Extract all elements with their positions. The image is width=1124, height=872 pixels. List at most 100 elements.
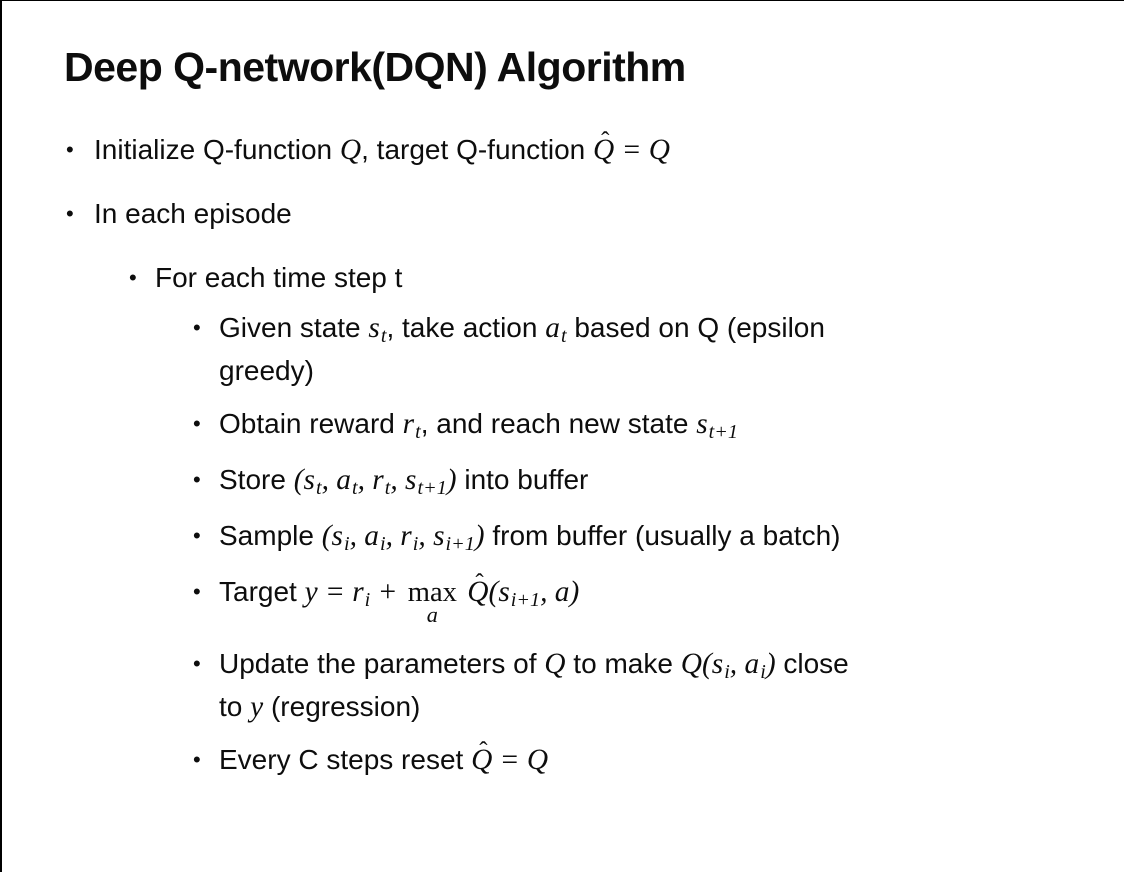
math-segment: , <box>540 576 555 609</box>
math-segment: i <box>760 661 766 684</box>
bullet-list: • Initialize Q-function Q, target Q-funct… <box>2 128 1124 780</box>
math-segment: ( <box>701 648 712 681</box>
hat-accent: ˆ <box>475 569 484 597</box>
bullet-text: Update the parameters of Q to make Q(si,… <box>219 644 1098 727</box>
math-segment: r <box>400 520 412 553</box>
text-segment: to <box>219 691 251 723</box>
text-segment: Update the parameters of <box>219 648 545 680</box>
text-segment: , and reach new state <box>420 408 697 440</box>
bullet-icon: • <box>193 467 201 493</box>
math-segment: t <box>560 325 567 348</box>
text-segment: Target <box>219 576 305 608</box>
slide-title: Deep Q-network(DQN) Algorithm <box>64 44 686 90</box>
bullet-text: Given state st, take action at based on … <box>219 308 1098 391</box>
text-segment: greedy) <box>219 355 314 387</box>
math-segment: , <box>418 520 434 553</box>
bullet-item: • In each episode <box>66 194 1098 234</box>
math-segment: s <box>696 408 708 441</box>
hat-accent: ˆ <box>601 127 610 155</box>
bullet-item: •Given state st, take action at based on… <box>193 308 1098 391</box>
math-segment: a <box>336 464 351 497</box>
bullet-item: • Store (st, at, rt, st+1) into buffer <box>193 460 1098 503</box>
bullet-item: • Initialize Q-function Q, target Q-funct… <box>66 128 1098 170</box>
hat-accent: ˆ <box>479 737 488 765</box>
bullet-text: Sample (si, ai, ri, si+1) from buffer (u… <box>219 516 1098 559</box>
math-segment: a <box>545 312 560 345</box>
math-segment: s <box>368 312 380 345</box>
math-segment: t+1 <box>417 477 447 500</box>
math-segment: Q <box>339 134 362 167</box>
text-segment: Sample <box>219 520 322 552</box>
text-segment: In each episode <box>94 198 292 230</box>
math-segment: s <box>711 648 724 681</box>
math-segment: s <box>405 464 417 497</box>
bullet-icon: • <box>193 523 201 549</box>
bullet-icon: • <box>193 411 201 437</box>
text-segment: Every C steps reset <box>219 744 472 776</box>
bullet-icon: • <box>66 137 74 163</box>
math-segment: a <box>554 576 570 609</box>
math-segment: t <box>384 477 391 500</box>
text-segment: to make <box>565 648 681 680</box>
text-segment: Obtain reward <box>219 408 403 440</box>
bullet-icon: • <box>193 579 201 605</box>
math-segment: i <box>412 533 419 556</box>
math-segment: = <box>492 744 527 777</box>
bullet-icon: • <box>193 651 201 677</box>
text-segment: (regression) <box>263 691 421 723</box>
math-segment: t <box>315 477 322 500</box>
math-segment: ) <box>765 648 776 681</box>
math-segment <box>460 576 467 608</box>
math-segment: s <box>303 464 315 497</box>
bullet-item: • Sample (si, ai, ri, si+1) from buffer (… <box>193 516 1098 559</box>
math-segment: = <box>317 576 353 609</box>
math-segment: s <box>433 520 445 553</box>
math-segment: i+1 <box>445 533 475 556</box>
bullet-text: Store (st, at, rt, st+1) into buffer <box>219 460 1098 503</box>
bullet-item: • Obtain reward rt, and reach new state s… <box>193 404 1098 447</box>
math-segment: ) <box>569 576 580 609</box>
math-segment: = <box>614 134 649 167</box>
math-segment: t+1 <box>708 421 738 444</box>
math-segment: i <box>379 533 386 556</box>
text-segment: Initialize Q-function <box>94 134 340 166</box>
math-segment: r <box>352 576 364 609</box>
math-segment: Q <box>526 744 549 777</box>
math-segment: , <box>390 464 406 497</box>
math-segment: ( <box>488 576 499 609</box>
text-segment: Store <box>219 464 294 496</box>
math-segment: Q <box>648 134 671 167</box>
math-segment: i <box>364 589 371 612</box>
math-segment: ( <box>293 464 304 497</box>
math-segment: s <box>498 576 510 609</box>
math-segment: i <box>343 533 350 556</box>
math-segment: y <box>250 691 264 724</box>
math-segment: r <box>402 408 415 441</box>
math-segment: + <box>370 576 405 609</box>
text-segment: , take action <box>386 312 546 344</box>
bullet-text: Obtain reward rt, and reach new state st… <box>219 404 1098 447</box>
text-segment: based on Q (epsilon <box>566 312 825 344</box>
math-segment: t <box>351 477 358 500</box>
math-segment: , <box>321 464 337 497</box>
bullet-icon: • <box>193 747 201 773</box>
bullet-icon: • <box>66 201 74 227</box>
text-segment: Given state <box>219 312 369 344</box>
bullet-text: Initialize Q-function Q, target Q-functi… <box>94 128 1098 170</box>
math-segment: ) <box>474 520 485 553</box>
bullet-item: •For each time step t <box>129 258 1098 298</box>
bullet-item: •Update the parameters of Q to make Q(si… <box>193 644 1098 727</box>
math-segment: Q <box>544 648 566 681</box>
math-segment: r <box>372 464 384 497</box>
bullet-text: For each time step t <box>155 258 1098 298</box>
math-segment: , <box>349 520 365 553</box>
